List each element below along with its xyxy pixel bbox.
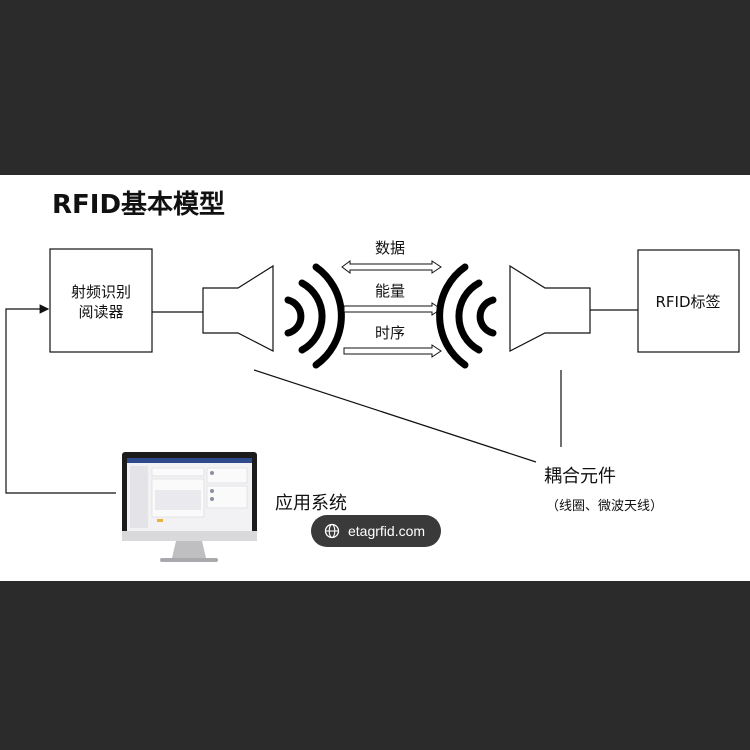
top-dark-band bbox=[0, 0, 750, 175]
arrow-label-energy: 能量 bbox=[375, 282, 405, 300]
energy-arrow bbox=[343, 302, 442, 316]
coupling-sublabel: （线圈、微波天线） bbox=[546, 499, 663, 514]
bottom-dark-band bbox=[0, 581, 750, 750]
reader-antenna bbox=[202, 264, 274, 352]
source-watermark: etagrfid.com bbox=[311, 515, 441, 547]
data-double-arrow bbox=[341, 260, 442, 274]
tag-antenna bbox=[509, 264, 591, 352]
diagram-title: RFID基本模型 bbox=[52, 190, 225, 220]
monitor-icon bbox=[122, 452, 257, 562]
timing-arrow bbox=[343, 344, 442, 358]
arrow-label-timing: 时序 bbox=[375, 324, 405, 342]
tag-label: RFID标签 bbox=[655, 293, 720, 311]
coupling-pointer-left bbox=[253, 369, 537, 463]
diagram-panel: RFID基本模型 射频识别 阅读器 数据 能量 时序 bbox=[0, 175, 750, 581]
arrow-label-data: 数据 bbox=[375, 239, 405, 257]
reader-app-connector bbox=[5, 304, 116, 494]
app-system-label: 应用系统 bbox=[275, 493, 347, 514]
tag-box bbox=[637, 249, 740, 353]
tag-waves-icon bbox=[436, 263, 497, 369]
reader-label-line1: 射频识别 bbox=[71, 283, 131, 301]
reader-box bbox=[49, 248, 153, 353]
coupling-label: 耦合元件 bbox=[544, 466, 616, 487]
watermark-text: etagrfid.com bbox=[348, 523, 426, 539]
reader-label-line2: 阅读器 bbox=[78, 303, 123, 321]
reader-waves-icon bbox=[284, 263, 345, 369]
rfid-model-diagram: RFID基本模型 射频识别 阅读器 数据 能量 时序 bbox=[5, 190, 740, 562]
globe-icon bbox=[324, 523, 340, 539]
